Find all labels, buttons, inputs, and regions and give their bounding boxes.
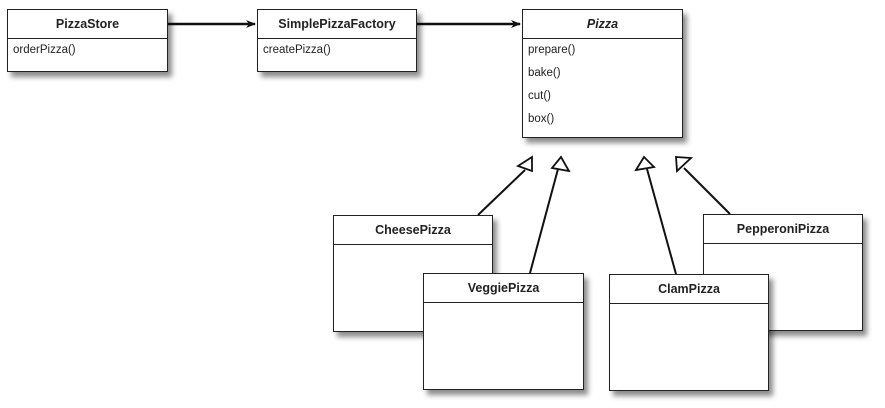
class-pizzastore[interactable]: PizzaStore orderPizza() [7, 9, 168, 72]
operation: box() [528, 113, 555, 125]
operation: cut() [528, 90, 551, 102]
class-name: PizzaStore [8, 10, 167, 39]
class-name: Pizza [523, 10, 682, 39]
operation: bake() [528, 67, 561, 79]
class-pizza[interactable]: Pizza prepare() bake() cut() box() [522, 9, 683, 138]
class-name: VeggiePizza [424, 274, 583, 303]
class-simplepizzafactory[interactable]: SimplePizzaFactory createPizza() [257, 9, 417, 72]
class-name: PepperoniPizza [704, 215, 862, 244]
class-clampizza[interactable]: ClamPizza [609, 274, 769, 391]
generalization-clam-pizza [634, 155, 677, 275]
generalization-cheese-pizza [477, 155, 533, 216]
operation: createPizza() [263, 44, 331, 56]
class-name: ClamPizza [610, 275, 768, 304]
generalization-pepperoni-pizza [675, 156, 731, 215]
generalization-veggie-pizza [529, 155, 571, 274]
operation: prepare() [528, 44, 576, 56]
class-name: SimplePizzaFactory [258, 10, 416, 39]
class-veggiepizza[interactable]: VeggiePizza [423, 273, 584, 390]
class-name: CheesePizza [334, 216, 492, 245]
operation: orderPizza() [13, 44, 76, 56]
